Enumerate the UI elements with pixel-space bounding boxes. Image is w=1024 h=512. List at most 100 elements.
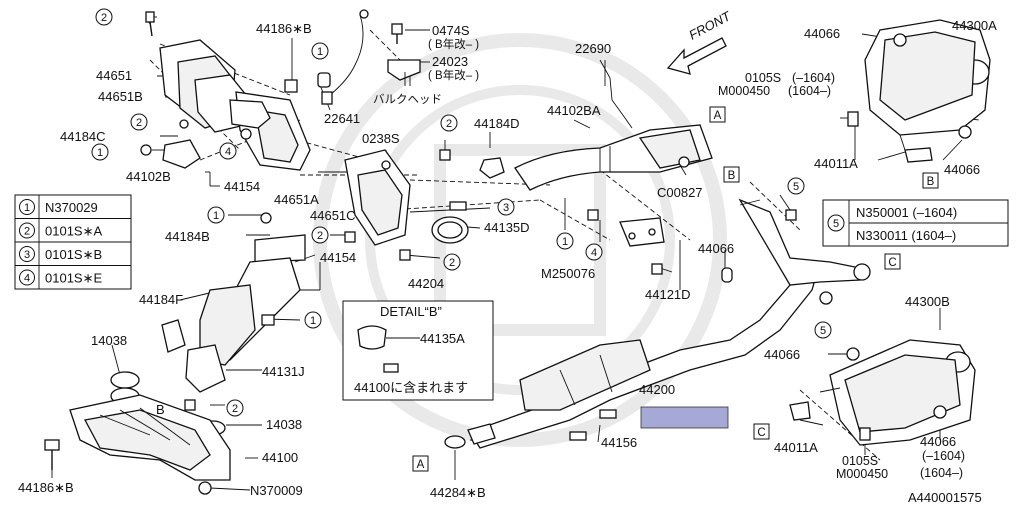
- label-44300A: 44300A: [952, 18, 997, 33]
- callout-5-bottom: 5: [814, 321, 832, 339]
- label-22690: 22690: [575, 41, 611, 56]
- svg-text:1: 1: [317, 46, 323, 58]
- callout-4-bracket: 4: [585, 243, 603, 261]
- label-44135D: 44135D: [484, 220, 530, 235]
- label-44131J: 44131J: [262, 364, 305, 379]
- legend-row-3: 3 0101S∗B: [19, 246, 102, 262]
- svg-text:A: A: [714, 110, 722, 122]
- svg-text:5: 5: [793, 181, 799, 193]
- label-44066-mid: 44066: [698, 241, 734, 256]
- legend-right-row-1: N350001 (–1604): [856, 205, 957, 220]
- label-b-pointer: B: [156, 402, 165, 417]
- label-44100: 44100: [262, 450, 298, 465]
- legend-row-2: 2 0101S∗A: [19, 222, 102, 239]
- svg-text:2: 2: [446, 118, 452, 130]
- legend-row-4: 4 0101S∗E: [19, 269, 102, 286]
- callout-1-top: 1: [311, 42, 329, 60]
- svg-text:A: A: [417, 459, 425, 471]
- svg-text:5: 5: [833, 218, 839, 230]
- label-range-old-top-right: (–1604): [792, 71, 835, 85]
- label-M000450-top-right: M000450: [718, 84, 770, 98]
- label-14038-bottom: 14038: [266, 417, 302, 432]
- callout-1-left: 1: [91, 143, 109, 161]
- part-drawings: [44, 9, 991, 495]
- svg-text:C: C: [757, 427, 765, 439]
- legend-part-2: 0101S∗A: [45, 224, 102, 239]
- callout-2-top: 2: [95, 8, 113, 26]
- svg-text:1: 1: [562, 236, 568, 248]
- svg-text:4: 4: [591, 247, 597, 259]
- detail-b-note: 44100に含まれます: [354, 380, 468, 395]
- label-44200: 44200: [639, 382, 675, 397]
- svg-text:2: 2: [232, 403, 238, 415]
- label-44651: 44651: [96, 68, 132, 83]
- label-14038-left: 14038: [91, 333, 127, 348]
- label-range-new-top-right: (1604–): [788, 84, 831, 98]
- detail-b-title: DETAIL“B”: [380, 304, 442, 319]
- callout-4-left: 4: [219, 142, 237, 160]
- label-range-old-rear-bottom: (–1604): [922, 449, 965, 463]
- label-44184C: 44184C: [60, 129, 106, 144]
- ref-box-c-muffler: C: [753, 423, 770, 440]
- label-44066-rear-bottom-2: 44066: [920, 434, 956, 449]
- label-0474S: 0474S: [432, 23, 470, 38]
- callout-2-center: 2: [440, 114, 458, 132]
- label-0105S-top-right: 0105S: [745, 71, 781, 85]
- label-44184F: 44184F: [139, 292, 183, 307]
- label-M000450-rear-bottom: M000450: [836, 467, 888, 481]
- svg-text:4: 4: [225, 146, 231, 158]
- label-44066-top-right-2: 44066: [944, 162, 980, 177]
- label-44184B: 44184B: [165, 229, 210, 244]
- label-44154-top: 44154: [224, 179, 260, 194]
- label-44204: 44204: [408, 276, 444, 291]
- callout-1-bracket: 1: [556, 232, 574, 250]
- svg-text:1: 1: [24, 202, 30, 214]
- svg-text:1: 1: [310, 315, 316, 327]
- label-44651B: 44651B: [98, 89, 143, 104]
- svg-text:5: 5: [820, 325, 826, 337]
- ref-box-a-bottom: A: [412, 455, 429, 472]
- highlighted-part-marker[interactable]: [640, 406, 729, 429]
- label-44102BA: 44102BA: [547, 103, 601, 118]
- label-44184D: 44184D: [474, 116, 520, 131]
- legend-right-row-2: N330011 (1604–): [856, 228, 956, 243]
- callout-1-mid: 1: [207, 206, 225, 224]
- svg-text:B: B: [728, 170, 736, 182]
- label-range-new-rear-bottom: (1604–): [920, 466, 963, 480]
- ref-box-b-muffler: B: [922, 172, 939, 189]
- label-C00827: C00827: [657, 185, 703, 200]
- callout-3-center: 3: [497, 198, 515, 216]
- front-arrow: FRONT: [666, 8, 734, 75]
- label-44066-rear-bottom: 44066: [764, 347, 800, 362]
- callout-2-lower: 2: [226, 399, 244, 417]
- front-direction-label: FRONT: [686, 8, 734, 43]
- callout-2-left: 2: [130, 113, 148, 131]
- svg-text:C: C: [888, 257, 896, 269]
- detail-b-panel: DETAIL“B” 44135A 44100に含まれます: [342, 300, 494, 401]
- legend-part-3: 0101S∗B: [45, 247, 102, 262]
- label-0105S-rear-bottom: 0105S: [842, 454, 878, 468]
- label-44651C: 44651C: [310, 208, 356, 223]
- legend-part-4: 0101S∗E: [45, 271, 102, 286]
- svg-text:2: 2: [24, 226, 30, 238]
- svg-text:B: B: [927, 176, 935, 188]
- svg-text:1: 1: [97, 147, 103, 159]
- label-44011A-rear-bottom: 44011A: [774, 440, 818, 455]
- ref-box-c-pipe: C: [884, 253, 901, 270]
- legend-table-left: 1 N370029 2 0101S∗A 3 0101S∗B 4 0101S∗E: [14, 194, 132, 290]
- legend-table-right: 5 N350001 (–1604) N330011 (1604–): [822, 199, 1009, 247]
- label-44066-top-right: 44066: [804, 26, 840, 41]
- label-22641: 22641: [324, 111, 360, 126]
- svg-text:2: 2: [449, 257, 455, 269]
- svg-text:2: 2: [317, 230, 323, 242]
- label-0238S: 0238S: [362, 131, 400, 146]
- callout-2-mid: 2: [311, 226, 329, 244]
- part-labels: 44186∗B 0474S ( B年改– ) 24023 ( B年改– ) バル…: [18, 18, 997, 505]
- svg-text:3: 3: [24, 249, 30, 261]
- ref-box-b-pipe: B: [723, 166, 740, 183]
- legend-row-1: 1 N370029: [19, 199, 98, 215]
- label-44186B-top: 44186∗B: [256, 21, 312, 36]
- label-44156: 44156: [601, 435, 637, 450]
- svg-text:4: 4: [24, 273, 30, 285]
